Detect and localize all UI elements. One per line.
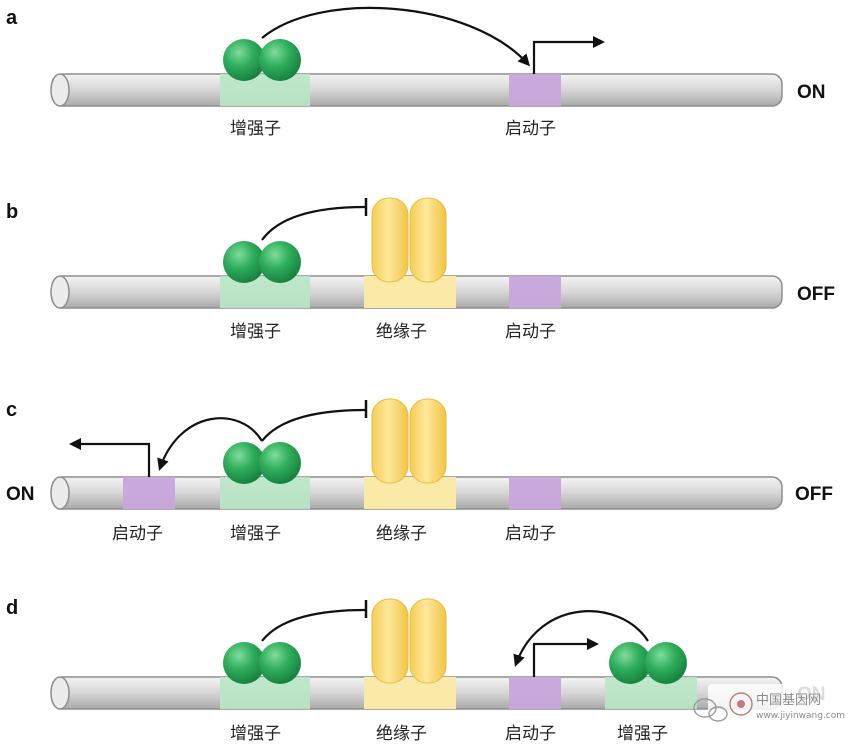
wechat-icon <box>693 698 728 722</box>
label-enhancer-a: 增强子 <box>230 119 281 139</box>
enhancer-region-c <box>220 477 310 509</box>
insulator-region-b <box>364 276 456 308</box>
label-enhancer-d: 增强子 <box>230 724 281 744</box>
label-insulator-c: 绝缘子 <box>376 524 427 544</box>
promoter-region-b <box>509 276 561 308</box>
state-right-a: ON <box>797 82 826 103</box>
watermark: 中国基因网 www.jiyinwang.com <box>693 684 846 724</box>
label-promoter-a: 启动子 <box>505 119 556 139</box>
label-promoter-b: 启动子 <box>505 322 556 342</box>
panel-letter-a: a <box>6 7 18 29</box>
insulator-protein-b <box>371 197 447 283</box>
blocked-arrow-d <box>261 608 366 642</box>
insulator-region-d <box>364 677 456 709</box>
promoter-region-c <box>509 477 561 509</box>
enhancer-region-a <box>220 74 310 106</box>
panel-letter-c: c <box>6 399 17 421</box>
enhancer-right-region-d <box>605 677 697 709</box>
panel-b: b 增强子 绝缘子 启动子 OFF <box>6 197 835 342</box>
label-insulator-d: 绝缘子 <box>376 724 427 744</box>
state-left-c: ON <box>6 484 35 505</box>
panel-d: d 增强子 绝缘子 启动子 增强子 ON <box>6 597 826 744</box>
label-promoter-d: 启动子 <box>505 724 556 744</box>
panel-c: c 启动子 增强子 绝缘子 启动子 ON OFF <box>6 398 833 544</box>
label-promoter-c: 启动子 <box>505 524 556 544</box>
dna-strand-a <box>50 73 783 107</box>
enhancer-region-b <box>220 276 310 308</box>
promoter-region-d <box>509 677 561 709</box>
activation-arrow-c <box>157 417 263 471</box>
state-right-b: OFF <box>797 284 835 305</box>
panel-a: a 增强子 启动子 ON <box>6 6 826 139</box>
logo-icon <box>729 692 753 716</box>
activation-arrow-d <box>513 610 649 667</box>
label-enhancer-c: 增强子 <box>230 524 281 544</box>
watermark-url: www.jiyinwang.com <box>756 711 845 721</box>
promoter-left-region-c <box>123 477 175 509</box>
enhancer-protein-c <box>223 442 301 484</box>
label-insulator-b: 绝缘子 <box>376 322 427 342</box>
insulator-protein-d <box>371 598 447 684</box>
blocked-arrow-c <box>261 408 366 442</box>
enhancer-region-d <box>220 677 310 709</box>
promoter-region-a <box>509 74 561 106</box>
enhancer-protein-right-d <box>609 642 687 684</box>
insulator-protein-c <box>371 398 447 484</box>
watermark-text: 中国基因网 <box>756 693 821 708</box>
label-promoter-left-c: 启动子 <box>112 524 163 544</box>
activation-arrow-a <box>261 6 531 67</box>
label-enhancer-right-d: 增强子 <box>617 724 668 744</box>
panel-letter-d: d <box>6 597 18 619</box>
transcription-arrow-d <box>532 638 599 677</box>
enhancer-protein-d <box>223 642 301 684</box>
panel-letter-b: b <box>6 201 18 223</box>
enhancer-protein-b <box>223 241 301 283</box>
blocked-arrow-b <box>261 205 366 241</box>
state-right-c: OFF <box>795 484 833 505</box>
transcription-arrow-c <box>69 438 151 477</box>
transcription-arrow-a <box>532 36 605 74</box>
insulator-region-c <box>364 477 456 509</box>
enhancer-protein-a <box>223 39 301 81</box>
label-enhancer-b: 增强子 <box>230 322 281 342</box>
